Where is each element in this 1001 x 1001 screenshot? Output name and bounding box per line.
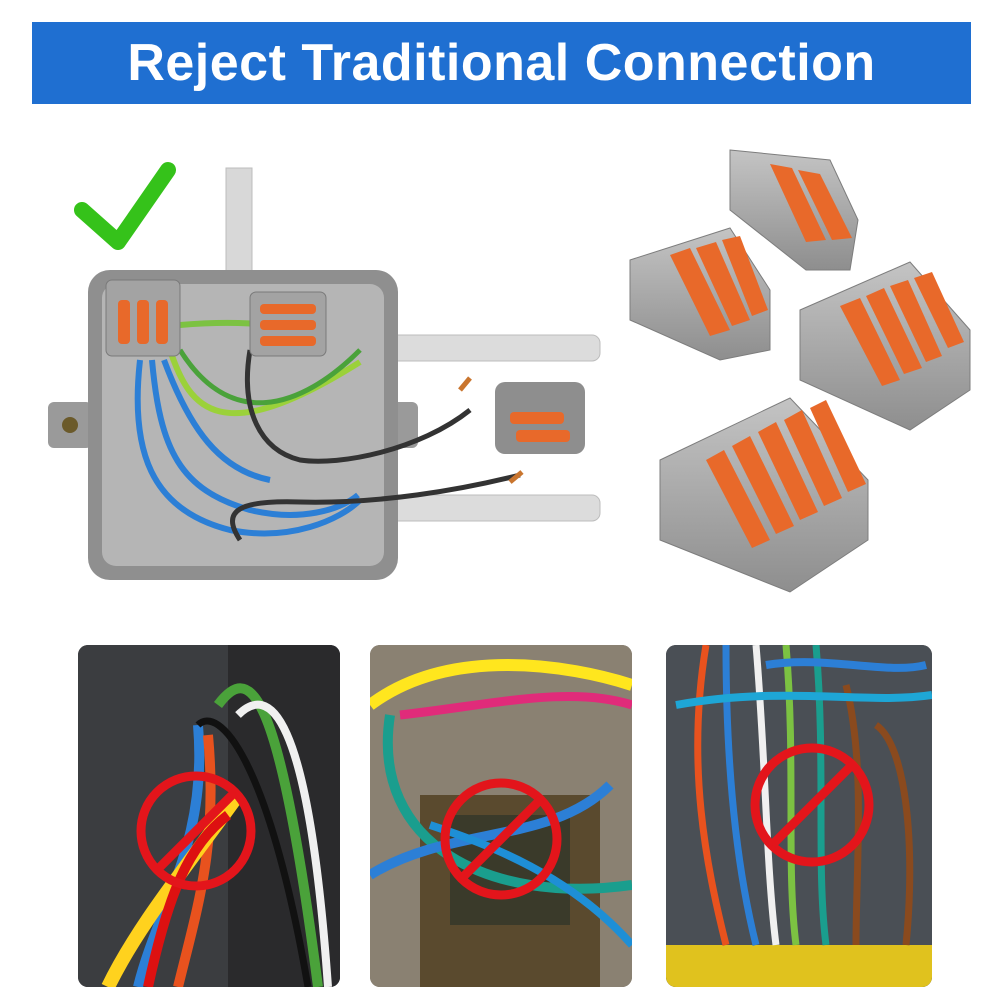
lever-connector-2-pole — [729, 149, 859, 271]
checkmark-icon — [74, 162, 176, 250]
prohibition-icon — [440, 778, 562, 900]
junction-box-illustration — [40, 150, 620, 590]
title-banner: Reject Traditional Connection — [32, 22, 971, 104]
prohibition-icon — [750, 743, 874, 867]
rejected-connection-photo — [666, 645, 932, 987]
lever-connector — [249, 291, 327, 357]
prohibition-icon — [136, 771, 256, 891]
rejected-connection-photo — [370, 645, 632, 987]
rejected-connection-photo — [78, 645, 340, 987]
page-title: Reject Traditional Connection — [127, 34, 876, 92]
lever-connector — [105, 279, 181, 357]
lever-connector-4-pole — [799, 261, 971, 431]
lever-connector-5-pole — [659, 397, 869, 593]
connector-products — [620, 130, 980, 600]
lever-connector — [495, 382, 585, 454]
lever-connector-3-pole — [629, 227, 771, 361]
